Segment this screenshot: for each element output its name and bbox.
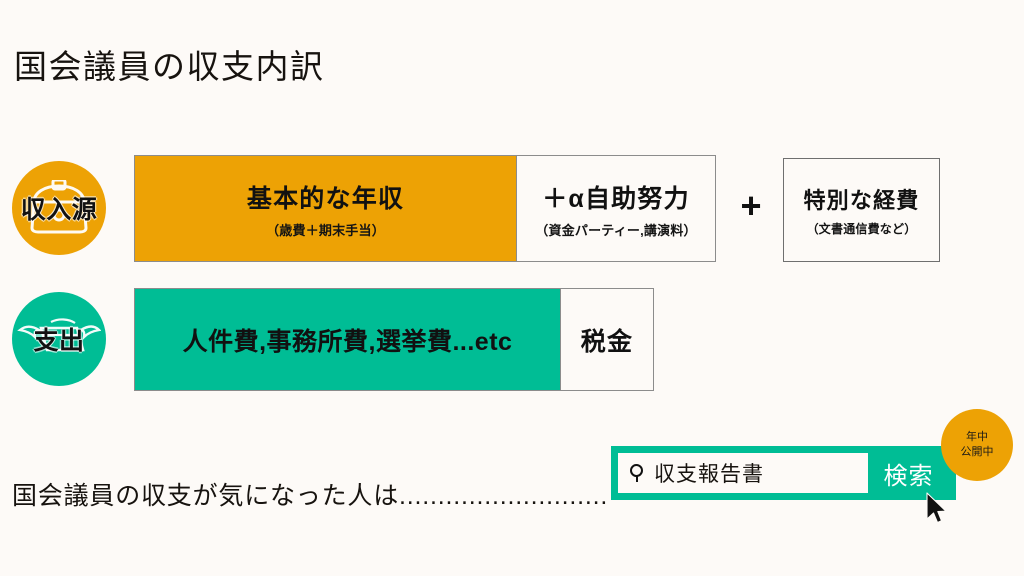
- mouse-cursor-icon: [926, 492, 947, 524]
- search-query-text: 収支報告書: [654, 463, 764, 486]
- expense-tax-segment: 税金: [560, 289, 653, 390]
- expense-badge-label: 支出: [33, 327, 85, 355]
- open-badge-line1: 年中: [966, 431, 988, 444]
- expense-items-segment: 人件費,事務所費,選挙費...etc: [135, 289, 560, 390]
- wallet-icon: [30, 180, 88, 234]
- search-icon: [629, 464, 647, 482]
- income-alpha-title: ＋α自助努力: [542, 184, 690, 213]
- income-source-badge: 収入源: [12, 161, 106, 255]
- special-cost-title: 特別な経費: [803, 188, 920, 213]
- flying-money-icon: [17, 318, 101, 352]
- income-alpha-segment: ＋α自助努力 （資金パーティー,講演料）: [516, 156, 715, 261]
- search-input[interactable]: 収支報告書: [618, 453, 868, 493]
- expense-items-title: 人件費,事務所費,選挙費...etc: [182, 327, 513, 356]
- income-source-badge-label: 収入源: [20, 196, 98, 224]
- income-base-subtitle: （歳費＋期末手当）: [266, 222, 385, 238]
- year-round-open-badge: 年中 公開中: [941, 409, 1013, 481]
- income-alpha-subtitle: （資金パーティー,講演料）: [535, 222, 697, 238]
- cta-text: 国会議員の収支が気になった人は.........................…: [12, 482, 609, 510]
- expense-tax-title: 税金: [580, 327, 634, 356]
- expense-bar: 人件費,事務所費,選挙費...etc 税金: [134, 288, 654, 391]
- search-button[interactable]: 検索: [883, 462, 934, 490]
- special-cost-subtitle: （文書通信費など）: [806, 222, 917, 236]
- income-bar: 基本的な年収 （歳費＋期末手当） ＋α自助努力 （資金パーティー,講演料）: [134, 155, 716, 262]
- open-badge-line2: 公開中: [960, 446, 994, 458]
- expense-badge: 支出: [12, 292, 106, 386]
- special-cost-box: 特別な経費 （文書通信費など）: [783, 158, 940, 262]
- plus-connector: +: [740, 185, 762, 226]
- income-base-title: 基本的な年収: [246, 184, 405, 213]
- search-widget[interactable]: 収支報告書 検索: [611, 446, 956, 500]
- income-base-segment: 基本的な年収 （歳費＋期末手当）: [135, 156, 516, 261]
- page-title: 国会議員の収支内訳: [14, 48, 325, 85]
